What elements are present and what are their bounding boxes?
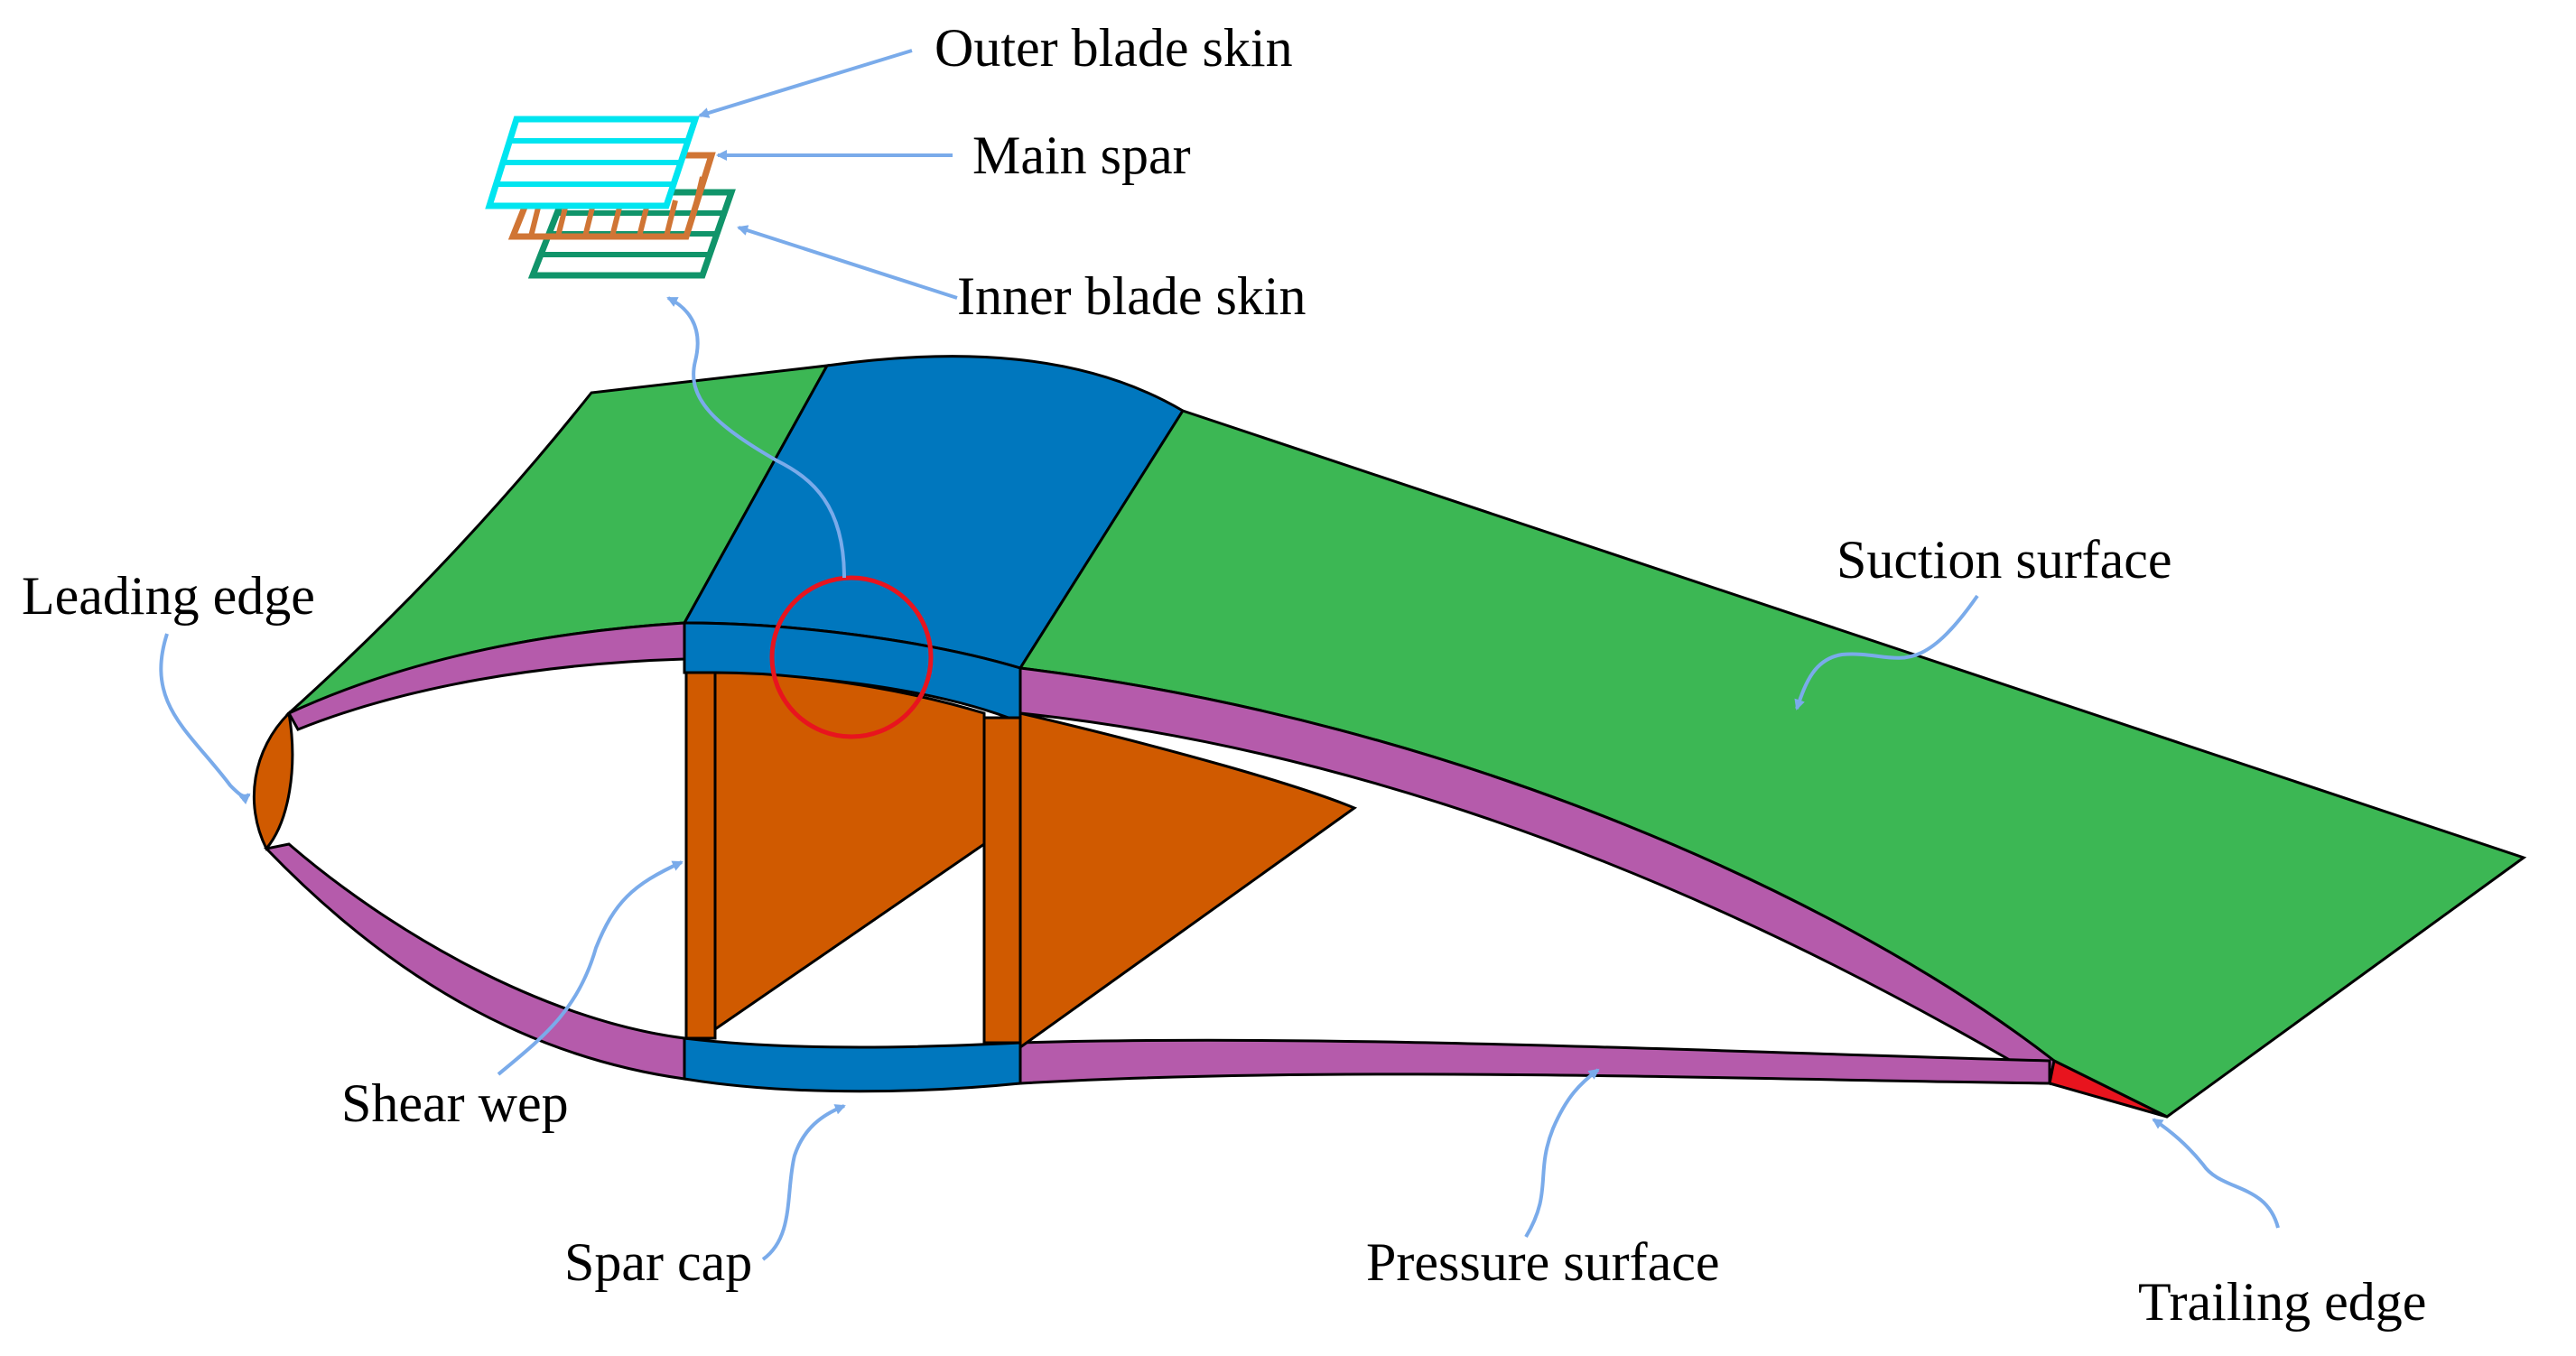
outer-skin-leader [698, 49, 913, 118]
trailing-edge-leader [2152, 1118, 2280, 1229]
suction-surface-label: Suction surface [1837, 530, 2172, 590]
pressure-shell-trailing [1018, 1038, 2051, 1085]
shear-web-rear-side [1018, 711, 1358, 1050]
inner-skin-leader [737, 225, 958, 300]
spar-cap-leader [761, 1104, 846, 1261]
pressure-surface-label: Pressure surface [1366, 1232, 1720, 1292]
inner-blade-skin-label: Inner blade skin [957, 266, 1307, 326]
shear-web-front [684, 671, 717, 1040]
spar-cap-label: Spar cap [564, 1232, 752, 1292]
inset-leader [666, 296, 846, 579]
leading-edge-label: Leading edge [22, 566, 315, 626]
leader-lines [159, 49, 2280, 1261]
shear-web-leader [497, 860, 684, 1076]
pressure-surface-leader [1524, 1068, 1600, 1239]
trailing-edge-label: Trailing edge [2138, 1272, 2426, 1332]
trailing-edge-piece [2048, 1058, 2168, 1119]
laminate-layers-inset [485, 116, 736, 279]
leading-edge-leader [159, 633, 251, 805]
suction-surface-leader [1794, 594, 1979, 711]
outer-blade-skin-label: Outer blade skin [935, 18, 1293, 78]
shear-web-front-side [713, 671, 986, 1032]
leading-edge-cap [252, 710, 294, 851]
suction-surface-panel [1018, 409, 2527, 1119]
shear-web-label: Shear wep [341, 1073, 569, 1133]
main-spar-label: Main spar [972, 125, 1191, 185]
pressure-shell-leading [264, 842, 686, 1081]
shear-web-rear [982, 716, 1022, 1045]
spar-cap-bottom-section [683, 1036, 1022, 1093]
highlight-circle [769, 575, 934, 739]
outer-blade-skin-layer [485, 116, 700, 209]
